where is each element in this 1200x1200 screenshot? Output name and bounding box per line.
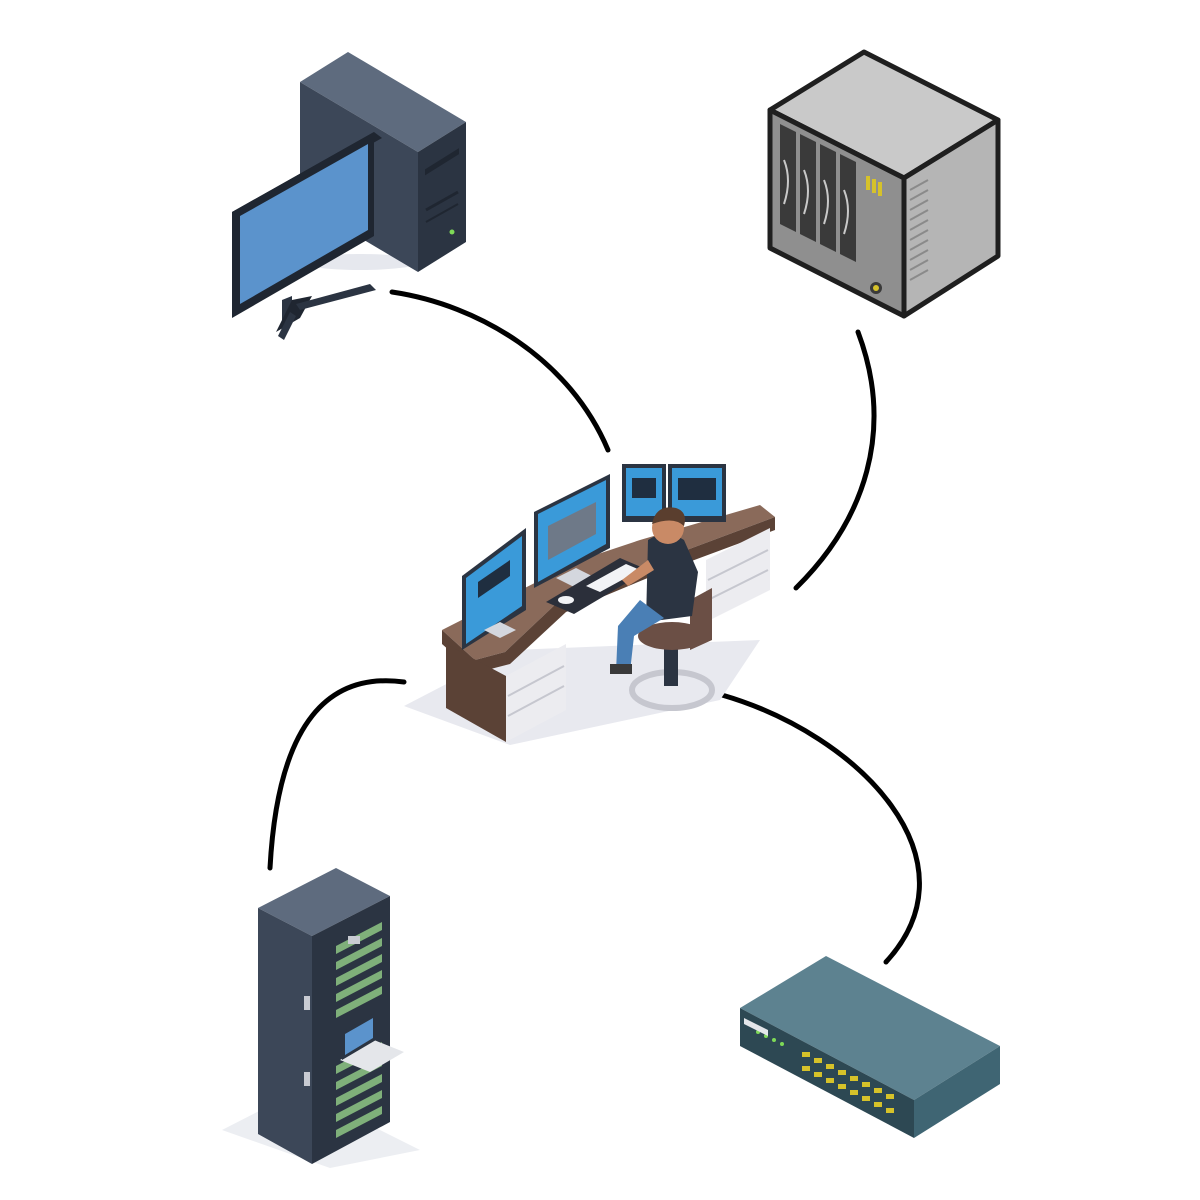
connections: [267, 289, 922, 965]
link-nas-operator: [793, 329, 877, 591]
nas-storage-icon: [767, 49, 1001, 319]
network-switch-icon: [740, 956, 1000, 1138]
server-rack-icon: [222, 868, 420, 1168]
link-rack-operator: [267, 678, 407, 871]
link-switch-operator: [719, 692, 922, 965]
desktop-computer-icon: [232, 52, 466, 340]
link-workstation-operator: [389, 289, 611, 453]
operator-workstation-icon: [404, 464, 775, 745]
